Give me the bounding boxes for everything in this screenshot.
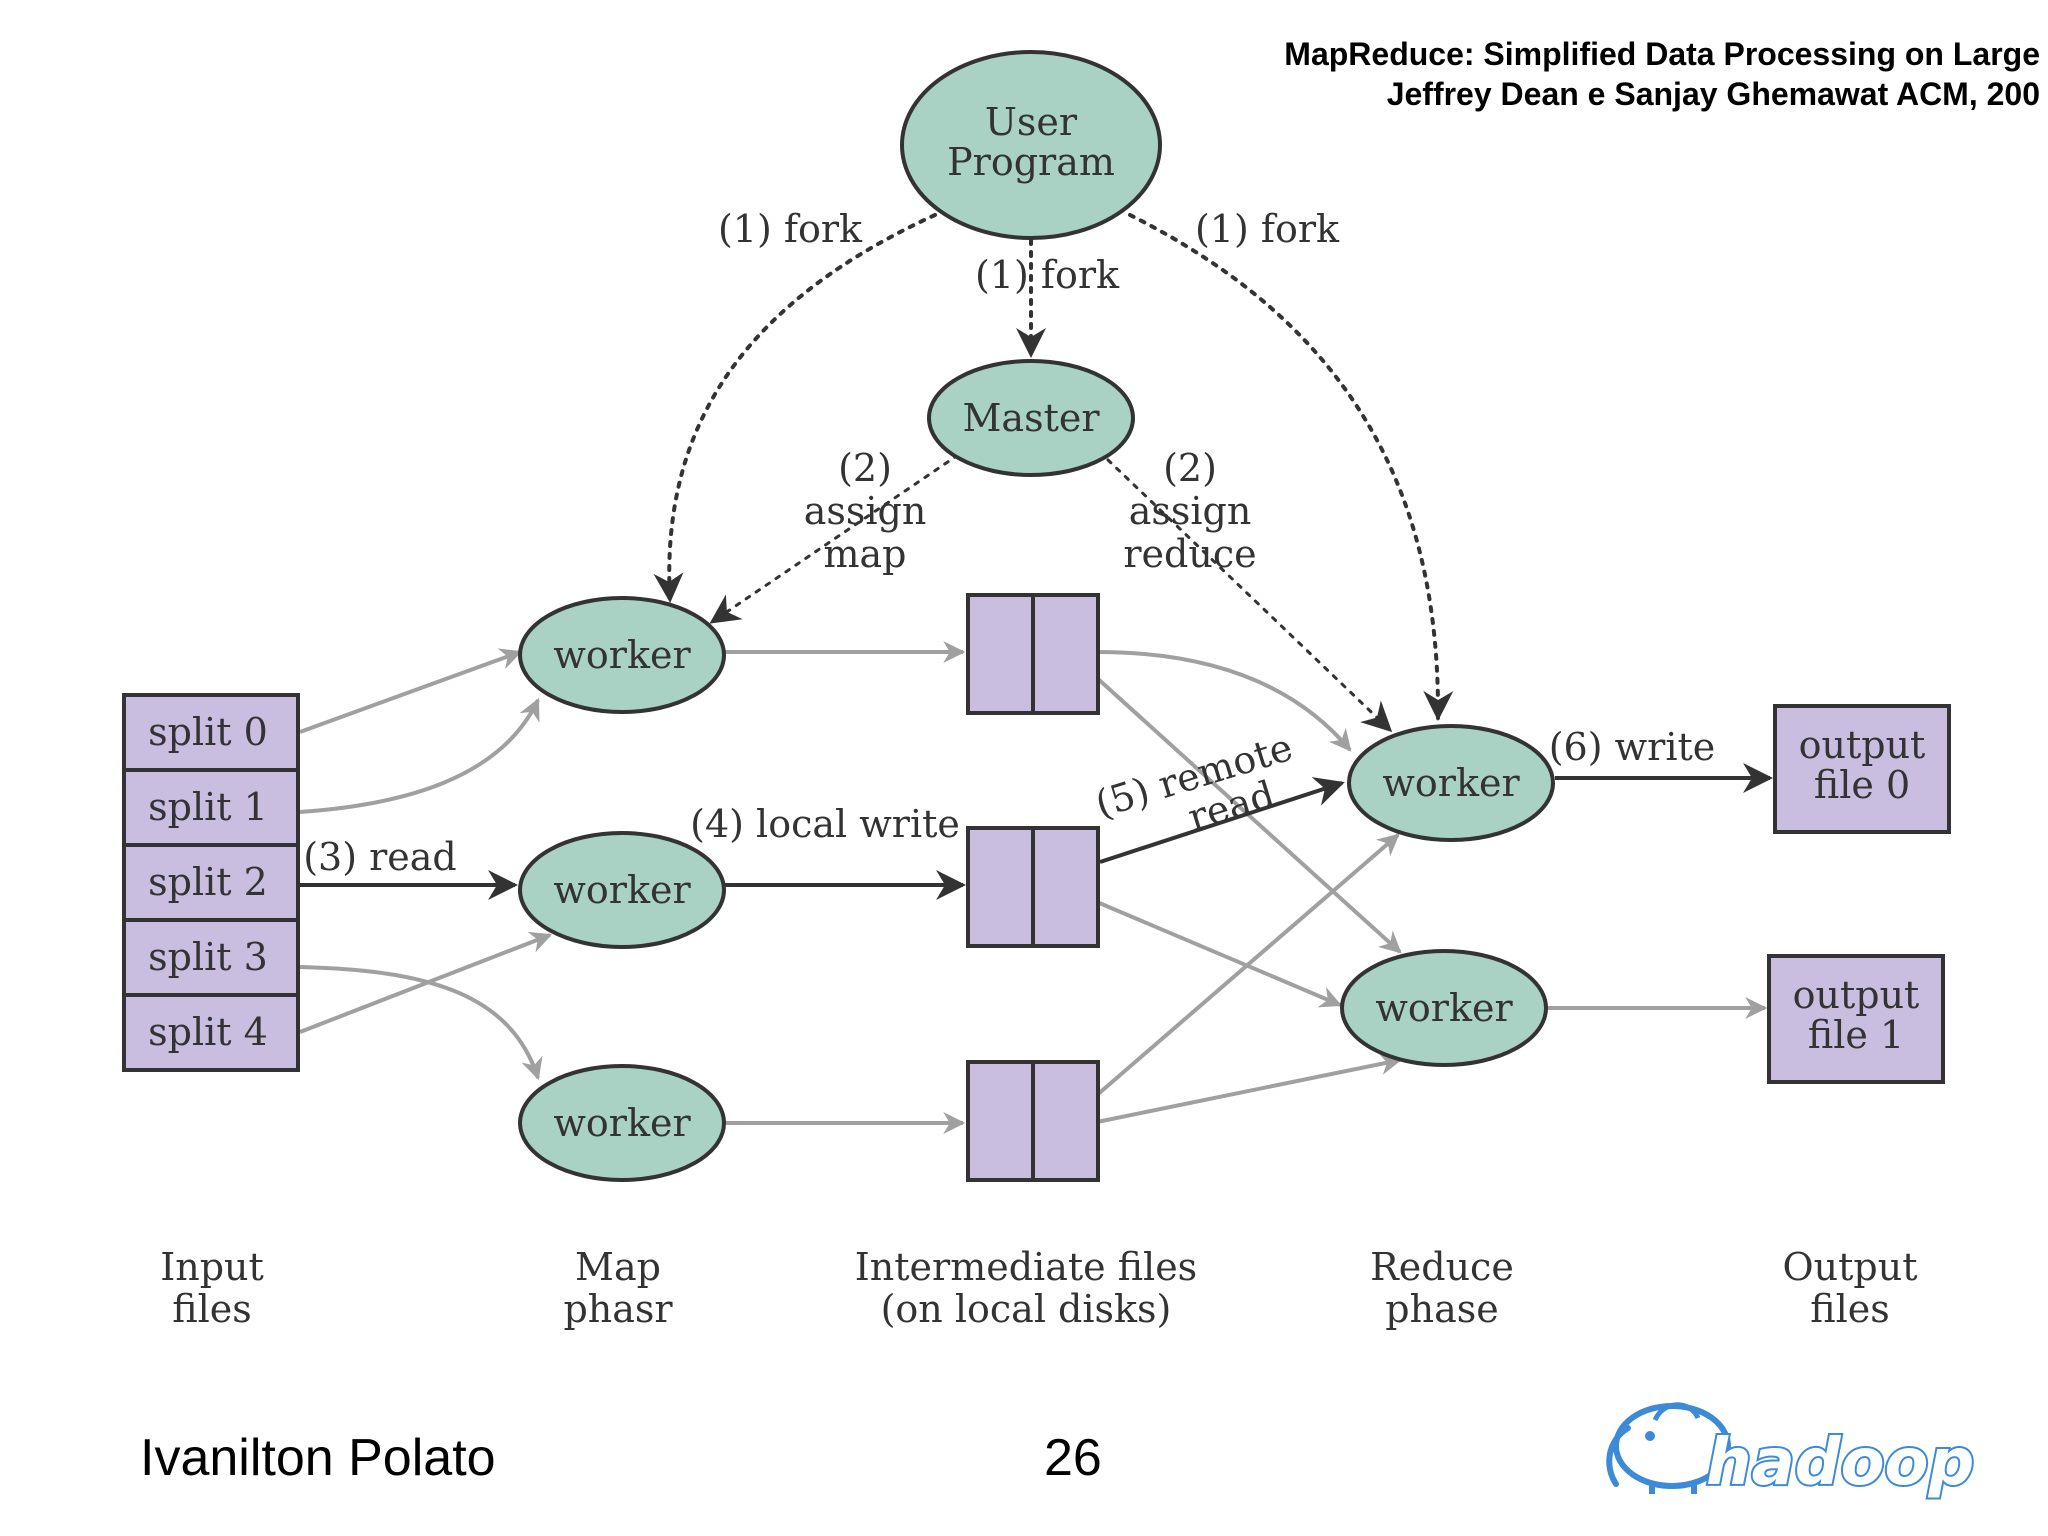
edge-fork-left <box>653 213 937 603</box>
map-worker-1: worker <box>518 596 726 714</box>
output-file-0-label-1: output <box>1799 723 1926 767</box>
split-1: split 1 <box>122 768 300 847</box>
phase-intermediate: Intermediate files (on local disks) <box>855 1245 1197 1331</box>
phase-output-2: files <box>1810 1287 1890 1331</box>
label-assign-reduce-2: assign <box>1129 489 1252 533</box>
edge-split0-worker1 <box>299 648 523 734</box>
user-program-label-1: User <box>985 100 1078 144</box>
label-assign-map-2: assign <box>804 489 927 533</box>
output-file-0: output file 0 <box>1773 704 1951 834</box>
edge-split3-worker3 <box>299 965 543 1081</box>
reduce-worker-2: worker <box>1340 949 1548 1067</box>
split-3: split 3 <box>122 918 300 997</box>
footer-author: Ivanilton Polato <box>140 1429 496 1487</box>
map-worker-1-label: worker <box>553 633 691 677</box>
phase-input: Input files <box>160 1245 264 1331</box>
label-write: (6) write <box>1549 725 1716 769</box>
edge-fork-right <box>1128 213 1454 721</box>
phase-output-1: Output <box>1783 1245 1918 1289</box>
intermediate-file-3 <box>966 1060 1100 1182</box>
map-worker-2: worker <box>518 831 726 949</box>
output-file-1-label-2: file 1 <box>1808 1013 1904 1057</box>
phase-map-2: phasr <box>563 1287 673 1331</box>
phase-map-1: Map <box>575 1245 661 1289</box>
edge-assign-reduce <box>1106 458 1393 733</box>
label-assign-map-3: map <box>823 532 906 576</box>
phase-input-1: Input <box>160 1245 264 1289</box>
user-program-node: User Program <box>900 50 1162 240</box>
hadoop-logo-text: hadoop <box>1706 1426 1974 1500</box>
edge-remote-read <box>1099 777 1345 864</box>
phase-input-2: files <box>172 1287 252 1331</box>
split-4-label: split 4 <box>148 1010 268 1054</box>
elephant-icon <box>1606 1402 1731 1494</box>
output-file-0-label-2: file 0 <box>1814 763 1910 807</box>
edge-inter2-reduce2 <box>1096 900 1343 1008</box>
phase-intermediate-1: Intermediate files <box>855 1245 1197 1289</box>
label-fork-right: (1) fork <box>1195 207 1340 251</box>
label-assign-reduce-1: (2) <box>1163 446 1217 490</box>
edge-inter3-reduce1 <box>1095 833 1400 1097</box>
reduce-worker-1-label: worker <box>1382 761 1520 805</box>
map-worker-3: worker <box>518 1064 726 1182</box>
label-fork-left: (1) fork <box>718 207 863 251</box>
user-program-label-2: Program <box>947 140 1115 184</box>
phase-reduce: Reduce phase <box>1370 1245 1514 1331</box>
intermediate-file-1 <box>966 593 1100 715</box>
reduce-worker-1: worker <box>1347 724 1555 842</box>
master-node: Master <box>927 359 1135 477</box>
phase-reduce-1: Reduce <box>1370 1245 1514 1289</box>
split-2: split 2 <box>122 843 300 922</box>
split-2-label: split 2 <box>148 860 268 904</box>
intermediate-file-2 <box>966 826 1100 948</box>
label-assign-reduce-3: reduce <box>1123 532 1256 576</box>
split-1-label: split 1 <box>148 785 268 829</box>
map-worker-3-label: worker <box>553 1101 691 1145</box>
edge-split1-worker1 <box>299 698 540 814</box>
split-4: split 4 <box>122 993 300 1072</box>
split-0: split 0 <box>122 693 300 772</box>
label-local-write: (4) local write <box>690 802 960 846</box>
phase-intermediate-2: (on local disks) <box>881 1287 1172 1331</box>
label-assign-map-1: (2) <box>838 446 892 490</box>
output-file-1-label-1: output <box>1793 973 1920 1017</box>
reference-title: MapReduce: Simplified Data Processing on… <box>1284 36 2040 72</box>
output-file-1: output file 1 <box>1767 954 1945 1084</box>
label-fork-center: (1) fork <box>975 253 1120 297</box>
split-3-label: split 3 <box>148 935 268 979</box>
hadoop-logo: hadoop <box>1606 1402 1976 1502</box>
label-read: (3) read <box>303 835 457 879</box>
footer-page-number: 26 <box>1044 1429 1102 1487</box>
split-0-label: split 0 <box>148 710 268 754</box>
phase-output: Output files <box>1783 1245 1918 1331</box>
phase-reduce-2: phase <box>1385 1287 1498 1331</box>
map-worker-2-label: worker <box>553 868 691 912</box>
reduce-worker-2-label: worker <box>1375 986 1513 1030</box>
edge-inter1-reduce1 <box>1096 650 1352 752</box>
label-remote-read: (5) remote read <box>1090 725 1297 840</box>
phase-map: Map phasr <box>563 1245 673 1331</box>
master-label: Master <box>963 396 1101 440</box>
reference-authors: Jeffrey Dean e Sanjay Ghemawat ACM, 200 <box>1386 76 2040 112</box>
edge-inter3-reduce2 <box>1096 1053 1403 1124</box>
edge-assign-map <box>709 453 960 624</box>
input-splits: split 0 split 1 split 2 split 3 split 4 <box>122 693 300 1072</box>
